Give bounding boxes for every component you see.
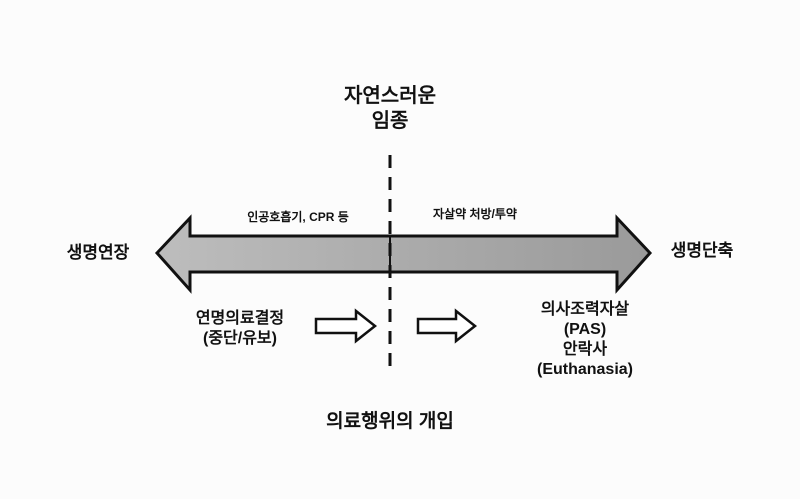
left-end-label: 생명연장	[66, 243, 130, 262]
right-item-line2: (PAS)	[563, 321, 607, 338]
right-item-line3: 안락사	[562, 341, 608, 358]
right-arrow-outline-right	[416, 308, 478, 344]
left-item-line1: 연명의료결정	[195, 310, 285, 327]
left-item: 연명의료결정 (중단/유보)	[180, 309, 300, 349]
right-item-line1: 의사조력자살	[540, 301, 630, 318]
title-line1: 자연스러운	[344, 85, 436, 107]
right-arrow-outline-left	[314, 308, 378, 344]
right-end-label: 생명단축	[670, 241, 734, 260]
left-item-line2: (중단/유보)	[203, 330, 277, 347]
right-arrow-caption: 자살약 처방/투약	[433, 207, 517, 221]
title: 자연스러운 임종	[330, 84, 450, 134]
double-arrow	[154, 214, 653, 294]
title-line2: 임종	[371, 110, 409, 132]
right-item-line4: (Euthanasia)	[536, 361, 633, 378]
right-item: 의사조력자살 (PAS) 안락사 (Euthanasia)	[520, 300, 650, 380]
left-arrow-caption: 인공호흡기, CPR 등	[247, 210, 349, 224]
bottom-label: 의료행위의 개입	[326, 411, 454, 432]
